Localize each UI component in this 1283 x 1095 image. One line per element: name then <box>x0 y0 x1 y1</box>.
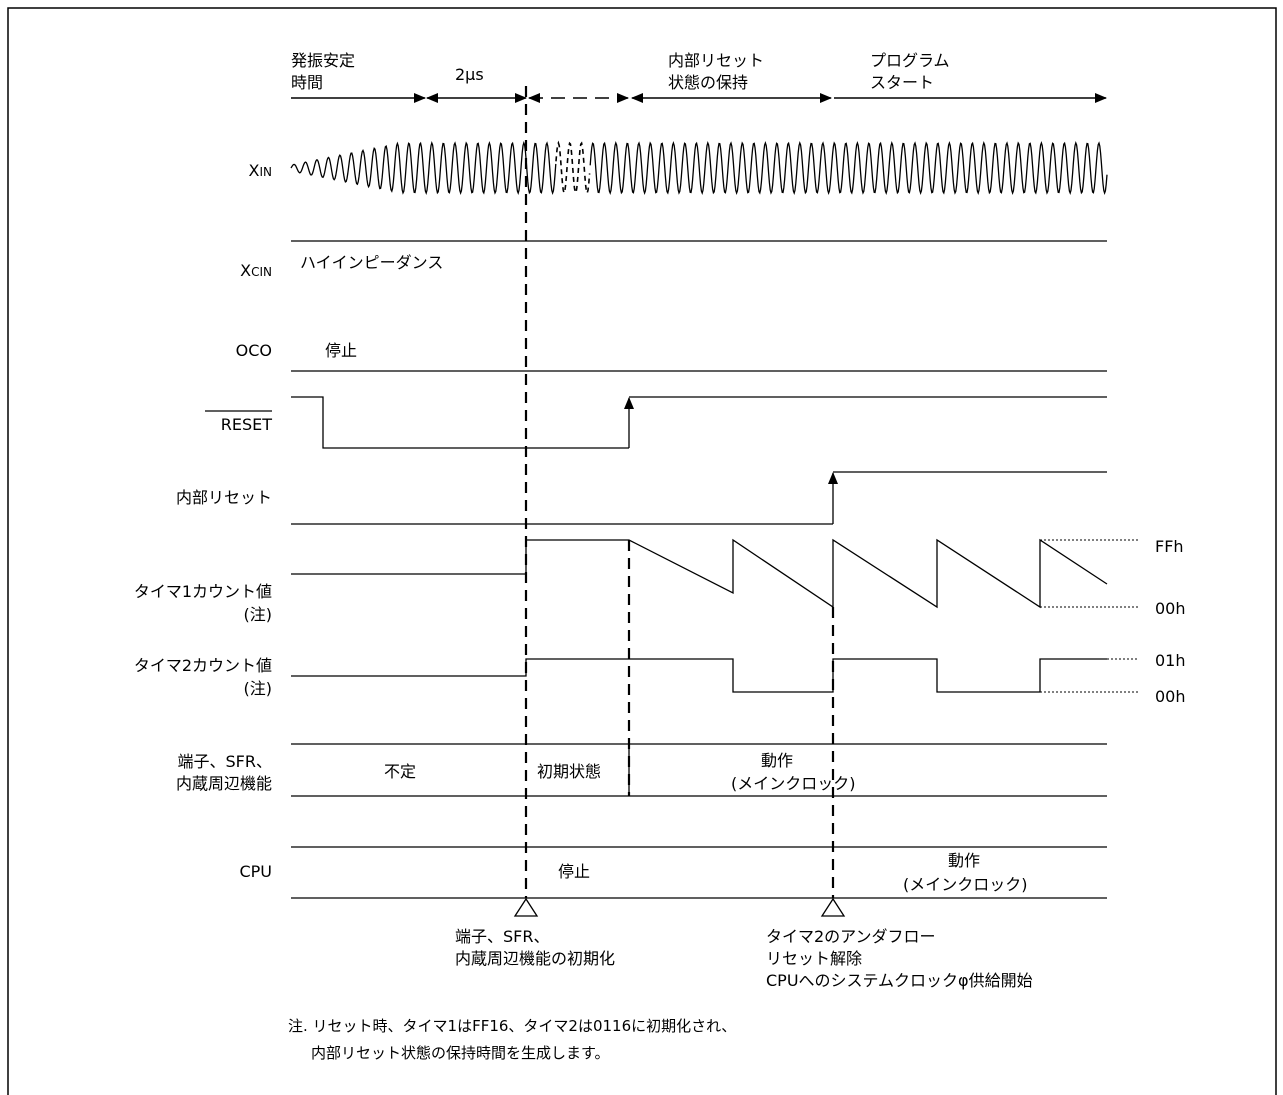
label-reset: RESET <box>221 415 272 434</box>
phase-internal-reset-2: 状態の保持 <box>668 73 748 92</box>
init-caption-2: 内蔵周辺機能の初期化 <box>455 949 615 968</box>
label-cpu: CPU <box>239 862 272 881</box>
label-timer2-1: タイマ2カウント値 <box>134 656 272 675</box>
pins-operating-2: (メインクロック) <box>731 774 856 793</box>
timer1-waveform <box>291 538 1108 609</box>
timer2-00h-label: 00h <box>1155 687 1186 706</box>
pins-initial: 初期状態 <box>537 762 601 781</box>
diagram-frame <box>7 7 1277 1095</box>
init-event-triangle <box>513 897 539 917</box>
timer1-00h-label: 00h <box>1155 599 1186 618</box>
phase-osc-stabilization-2: 時間 <box>291 73 323 92</box>
label-pins-2: 内蔵周辺機能 <box>176 774 272 793</box>
label-pins-1: 端子、SFR、 <box>178 752 272 771</box>
xcin-state: ハイインピーダンス <box>300 253 443 272</box>
phase-program-start-1: プログラム <box>870 51 950 70</box>
oco-state: 停止 <box>325 341 357 360</box>
cpu-operating-2: (メインクロック) <box>903 875 1028 894</box>
underflow-caption-1: タイマ2のアンダフロー <box>766 927 936 946</box>
reset-waveform <box>291 396 629 449</box>
pins-operating-1: 動作 <box>761 751 793 770</box>
underflow-caption-3: CPUへのシステムクロックφ供給開始 <box>766 971 1033 990</box>
phase-2us: 2μs <box>455 65 484 84</box>
footnote-line1: 注. リセット時、タイマ1はFF16、タイマ2は0116に初期化され、 <box>288 1017 736 1035</box>
phase-internal-reset-1: 内部リセット <box>668 51 764 70</box>
xin-dashed-cycle <box>555 140 591 196</box>
label-xin: XIN <box>249 161 272 180</box>
label-oco: OCO <box>236 341 272 360</box>
timer1-ffh-label: FFh <box>1155 537 1184 556</box>
phase-program-start-2: スタート <box>870 73 934 92</box>
label-xcin: XCIN <box>240 261 272 280</box>
init-caption-1: 端子、SFR、 <box>455 927 549 946</box>
phase-osc-stabilization-1: 発振安定 <box>291 51 355 70</box>
label-timer1-2: (注) <box>244 605 273 624</box>
xin-oscillation-wave <box>290 140 1108 196</box>
label-timer2-2: (注) <box>244 679 273 698</box>
footnote-line2: 内部リセット状態の保持時間を生成します。 <box>311 1044 610 1062</box>
cpu-stopped: 停止 <box>558 862 590 881</box>
underflow-caption-2: リセット解除 <box>766 949 862 968</box>
cpu-operating-1: 動作 <box>948 851 980 870</box>
timer2-01h-label: 01h <box>1155 651 1186 670</box>
label-internal-reset: 内部リセット <box>176 488 272 507</box>
timer2-waveform <box>291 658 1107 693</box>
pins-undefined: 不定 <box>384 762 416 781</box>
underflow-event-triangle <box>820 897 846 917</box>
label-timer1-1: タイマ1カウント値 <box>134 582 272 601</box>
